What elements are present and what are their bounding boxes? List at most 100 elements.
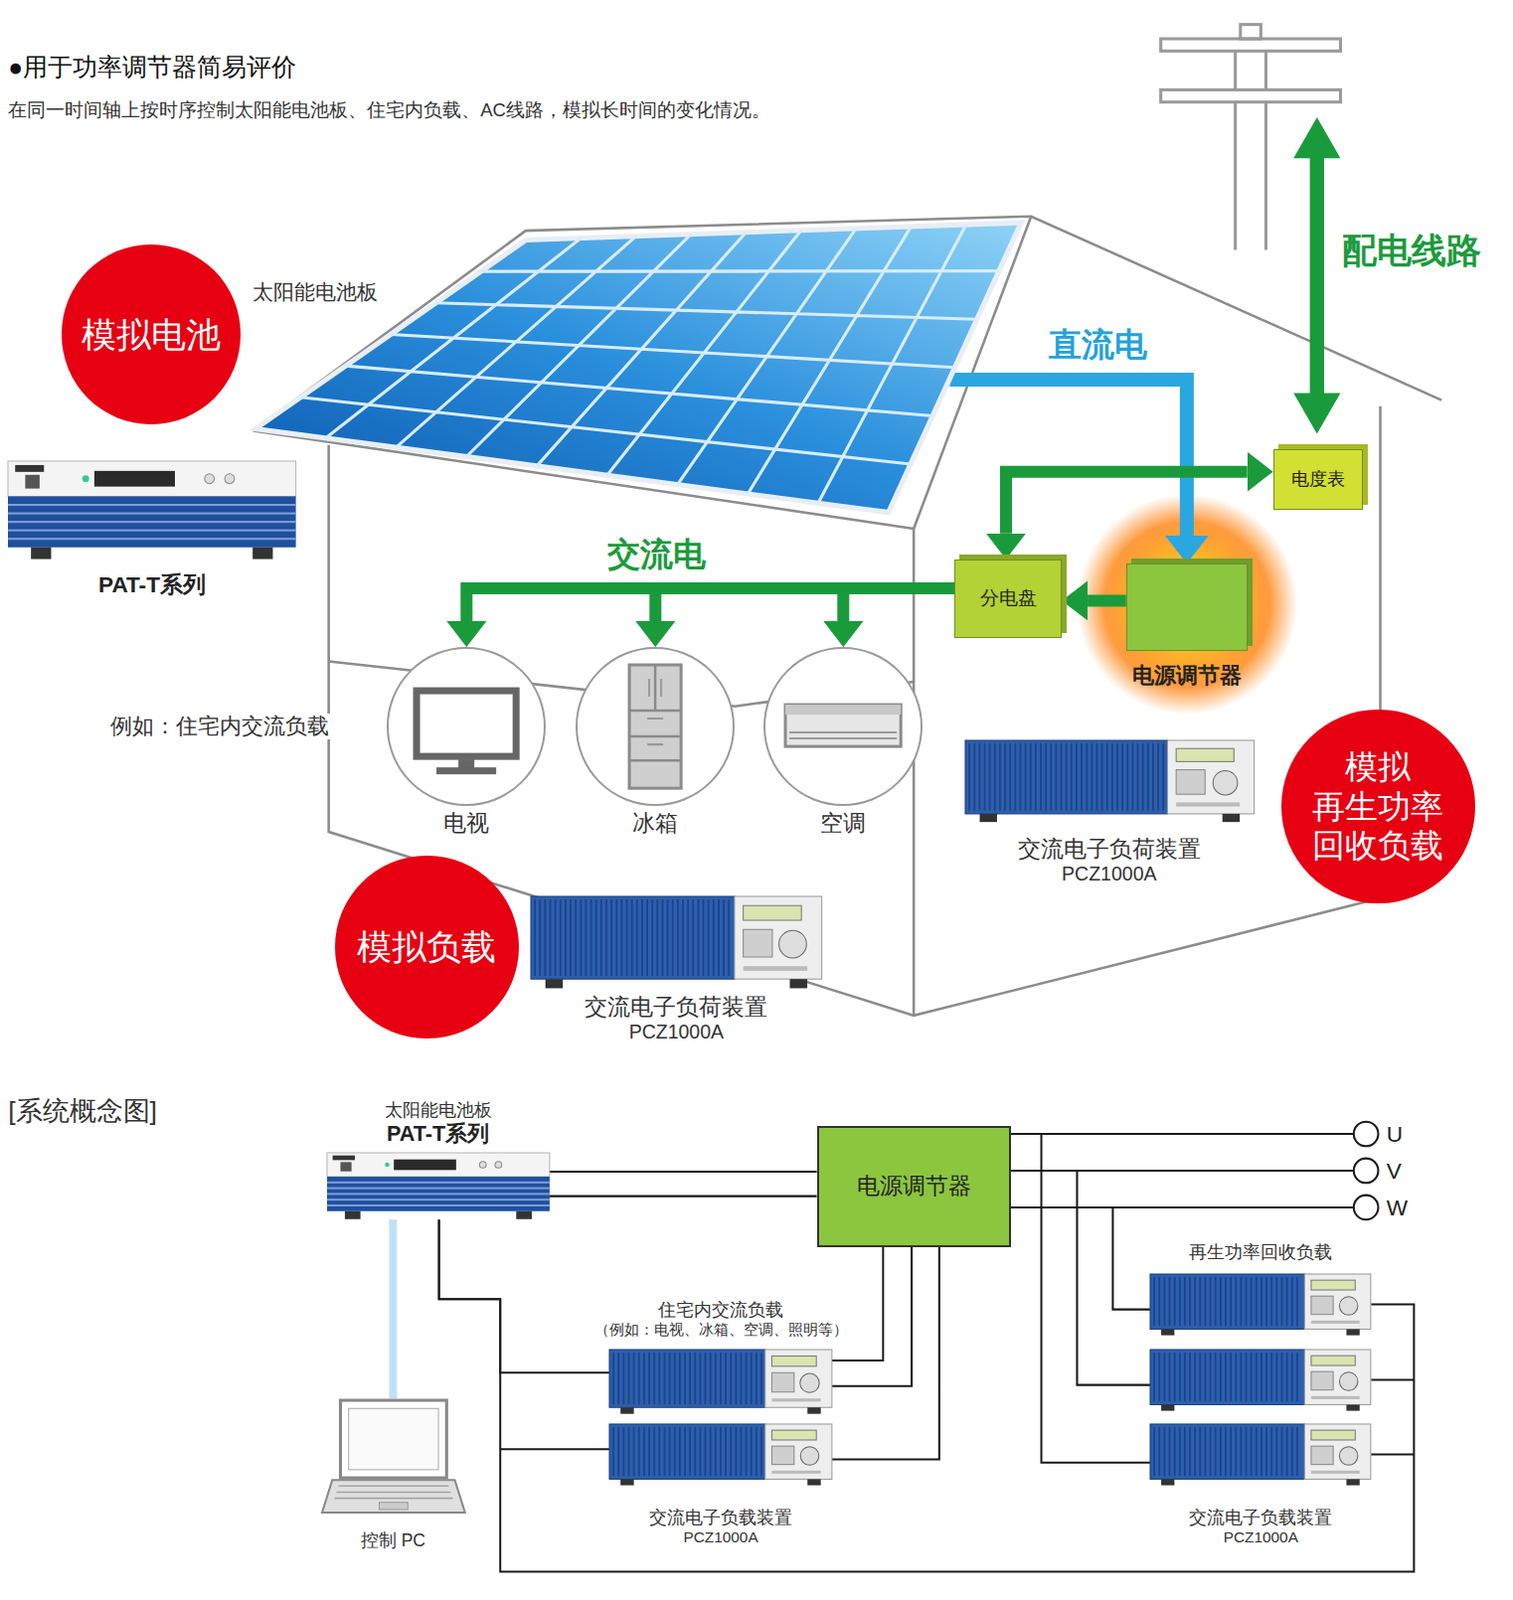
caption-holder: 太阳能电池板PAT-T系列 — [384, 1100, 493, 1148]
device-vents — [969, 743, 1164, 812]
fridge-handles — [647, 678, 664, 745]
device-panel — [765, 1349, 833, 1408]
device-knob — [1340, 1371, 1358, 1390]
device-strip — [772, 1470, 822, 1474]
device-body — [327, 1177, 550, 1213]
tv-base — [436, 767, 497, 775]
laptop-keys — [334, 1486, 453, 1499]
pole-post — [1235, 50, 1267, 250]
text-holder: 模拟电池 — [61, 244, 242, 425]
device-knob — [800, 1373, 820, 1393]
device-stripe — [327, 1199, 550, 1202]
device-body — [1150, 1349, 1305, 1405]
grid-arrow-shaft — [1310, 153, 1325, 398]
device-strip — [1311, 1470, 1360, 1474]
terminal — [1353, 1195, 1379, 1221]
device-vents — [534, 899, 729, 977]
device-panel — [1167, 740, 1254, 815]
connector — [466, 588, 955, 622]
grid-arrow-head — [1293, 392, 1341, 434]
tv-screen — [416, 690, 516, 757]
node-text: 交流电子负载装置 — [649, 1508, 793, 1529]
caption-holder: 电源调节器 — [1132, 663, 1242, 689]
node-text: PCZ1000A — [1188, 1528, 1333, 1547]
meter-box: 电度表 — [1273, 449, 1363, 511]
connector — [549, 1171, 818, 1174]
device-art — [530, 896, 823, 989]
terminal-label: W — [1386, 1194, 1408, 1222]
device-front — [327, 1153, 550, 1177]
device-body — [530, 896, 735, 980]
appliance-icon — [577, 649, 733, 805]
title: ●用于功率调节器简易评价 — [7, 52, 297, 83]
power-conditioner: 电源调节器 — [1126, 563, 1248, 652]
node-text: PCZ1000A — [584, 1020, 768, 1044]
wire — [832, 1247, 940, 1461]
device-logo — [332, 1156, 354, 1162]
device-foot — [252, 547, 273, 560]
panel-grid — [300, 224, 1000, 504]
wire — [1010, 1134, 1354, 1208]
device-stripe — [7, 529, 297, 532]
control-pc: 控制 PC — [322, 1398, 466, 1521]
terminal — [1353, 1159, 1379, 1184]
text-holder: 模拟 再生功率 回收负载 — [1281, 709, 1476, 904]
caption-holder: 再生功率回收负载 — [1188, 1242, 1333, 1264]
device-art — [965, 740, 1255, 823]
solar-panel-art — [255, 222, 1021, 513]
device-buttons — [772, 1372, 795, 1392]
device-body — [609, 1349, 766, 1408]
callout-circle: 模拟 再生功率 回收负载 — [1281, 709, 1476, 904]
text-holder: 电度表 — [1274, 450, 1362, 510]
connector — [439, 1219, 611, 1373]
corner-line — [912, 528, 916, 1016]
line-label: 配电线路 — [1342, 229, 1482, 272]
device-art — [327, 1153, 550, 1220]
wire — [1370, 1379, 1414, 1455]
node-text: （例如：电视、冰箱、空调、照明等） — [594, 1321, 848, 1340]
ac-slats — [789, 732, 897, 739]
device-panel — [734, 896, 823, 980]
grid-arrow — [1293, 117, 1341, 434]
caption-holder: 交流电子负载装置PCZ1000A — [1188, 1508, 1333, 1547]
device-knob — [779, 930, 808, 959]
device-foot — [344, 1211, 361, 1220]
device-knob — [1340, 1296, 1358, 1315]
device-panel — [765, 1424, 833, 1480]
node-text: 模拟电池 — [81, 314, 221, 356]
node-text: 交流电子负荷装置 — [1017, 836, 1201, 863]
laptop-touchpad — [378, 1503, 408, 1511]
conditioner-box: 电源调节器 — [817, 1126, 1011, 1248]
laptop-screen — [339, 1400, 447, 1479]
device-art — [7, 461, 297, 560]
connector-label: 交流电 — [607, 534, 706, 574]
caption-holder: 住宅内交流负载（例如：电视、冰箱、空调、照明等） — [594, 1300, 848, 1340]
terminal-label: U — [1386, 1121, 1403, 1149]
device-knob — [1340, 1446, 1358, 1465]
device-knob — [224, 474, 235, 485]
device-vents — [1155, 1277, 1299, 1327]
device-vents — [1155, 1352, 1299, 1402]
pole-crossbar — [1161, 38, 1342, 51]
node-text: 太阳能电池板 — [252, 280, 378, 306]
wire — [500, 1448, 610, 1451]
ac-top — [785, 704, 901, 715]
device-panel — [1305, 1274, 1372, 1330]
note-label: 例如：住宅内交流负载 — [107, 713, 333, 740]
power-supply-device: PAT-T系列 — [7, 461, 297, 560]
device-stripe — [327, 1193, 550, 1196]
device-stripe — [7, 504, 297, 506]
laptop-art — [322, 1398, 466, 1521]
caption-holder: 控制 PC — [360, 1530, 426, 1552]
device-display — [94, 471, 175, 488]
fridge-body — [629, 665, 681, 789]
laptop-display — [347, 1408, 438, 1471]
connector — [832, 1247, 883, 1361]
node-text: PAT-T系列 — [98, 571, 206, 599]
connector-label: 直流电 — [1048, 325, 1148, 364]
appliance-icon — [765, 649, 921, 805]
node-text: PCZ1000A — [1017, 862, 1201, 886]
device-switch — [339, 1163, 351, 1173]
